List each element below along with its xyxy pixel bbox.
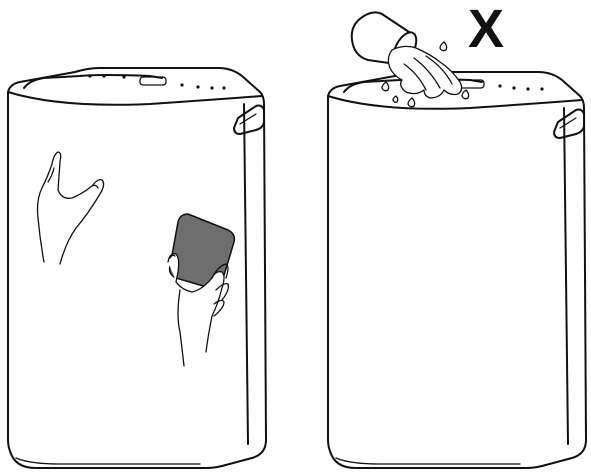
water-drop bbox=[392, 95, 399, 103]
left-purifier-handle bbox=[233, 104, 265, 135]
left-purifier-handle-inner bbox=[239, 113, 257, 125]
left-control-display bbox=[139, 76, 167, 86]
right-purifier-top-rim bbox=[327, 95, 583, 110]
left-control-dot bbox=[210, 86, 214, 90]
open-hand-thumb-line bbox=[91, 184, 99, 189]
right-purifier-body bbox=[327, 71, 587, 469]
water-drop bbox=[461, 89, 470, 100]
right-purifier-side-edge bbox=[563, 107, 569, 445]
left-control-dot bbox=[222, 86, 226, 90]
gripping-hand-finger-1 bbox=[211, 263, 229, 279]
right-control-dot bbox=[512, 86, 516, 90]
left-control-dot bbox=[102, 74, 106, 78]
right-purifier-handle-inner bbox=[559, 117, 577, 129]
left-purifier-side-edge bbox=[243, 103, 249, 445]
left-control-dot bbox=[88, 74, 92, 78]
right-control-dot bbox=[540, 87, 544, 91]
splash-line bbox=[403, 63, 427, 91]
left-control-dot bbox=[122, 75, 126, 79]
splash-line bbox=[413, 57, 441, 89]
left-purifier-body bbox=[7, 67, 267, 469]
right-purifier-base bbox=[335, 457, 521, 465]
splash-stream bbox=[387, 45, 463, 99]
open-hand-finger-line bbox=[47, 167, 55, 183]
right-control-dot bbox=[526, 87, 530, 91]
gripping-hand-finger-2 bbox=[215, 282, 230, 301]
right-purifier bbox=[327, 71, 587, 469]
right-control-dot bbox=[498, 84, 502, 88]
left-control-dot bbox=[196, 85, 200, 89]
water-drop bbox=[407, 97, 416, 108]
left-open-hand bbox=[36, 151, 105, 265]
left-purifier-top-rim bbox=[7, 91, 263, 106]
right-purifier-handle bbox=[553, 108, 585, 139]
open-hand-outline bbox=[36, 151, 105, 265]
prohibition-x-mark: X bbox=[468, 0, 505, 59]
water-drop bbox=[439, 41, 448, 52]
left-purifier-top-slot bbox=[23, 74, 163, 89]
left-control-dot bbox=[180, 83, 184, 87]
left-gripping-hand bbox=[167, 253, 230, 367]
water-drop bbox=[381, 81, 390, 92]
gripping-hand-thumb-nail bbox=[169, 254, 176, 259]
water-splash bbox=[381, 41, 470, 108]
gripping-hand-finger-3 bbox=[213, 299, 225, 317]
left-purifier-base bbox=[15, 457, 201, 465]
splash-line bbox=[425, 55, 453, 85]
left-purifier bbox=[7, 67, 267, 469]
